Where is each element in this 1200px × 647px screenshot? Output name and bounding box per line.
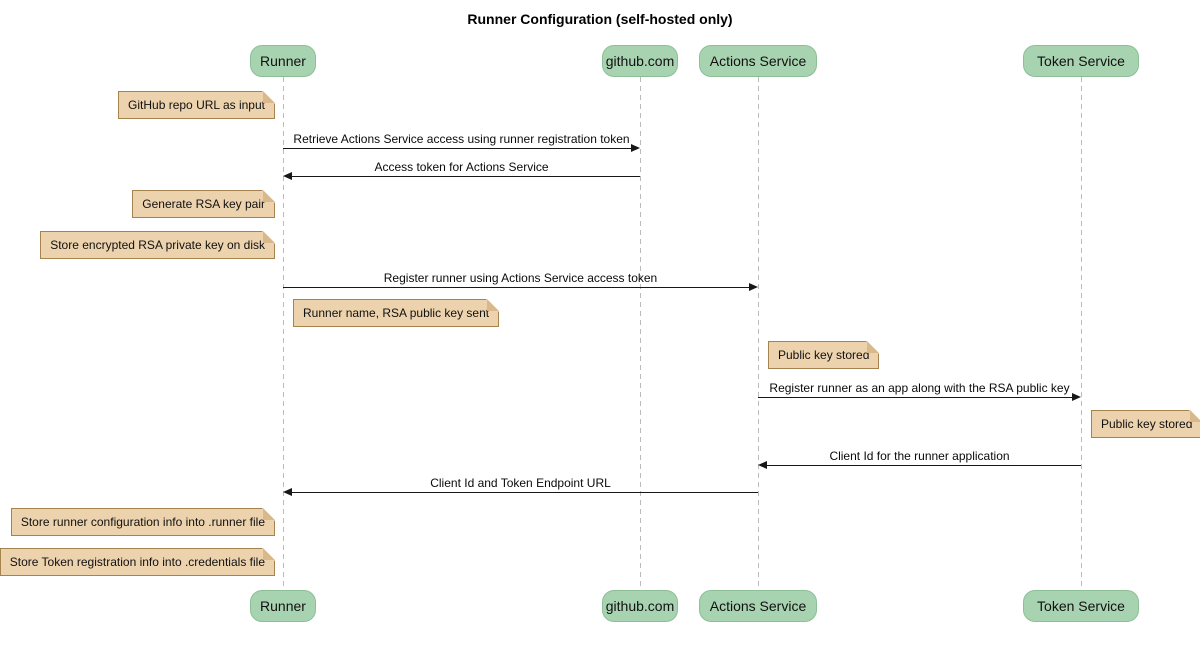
arrowhead-icon-3 bbox=[749, 283, 758, 291]
lifeline-runner bbox=[283, 77, 284, 590]
note-6: Public key stored bbox=[1091, 410, 1200, 438]
participant-token-service-top: Token Service bbox=[1023, 45, 1139, 77]
arrowhead-icon-4 bbox=[1072, 393, 1081, 401]
note-text: Store runner configuration info into .ru… bbox=[20, 515, 265, 529]
message-line-4 bbox=[758, 397, 1073, 398]
participant-runner-top: Runner bbox=[250, 45, 316, 77]
note-text: Store Token registration info into .cred… bbox=[9, 555, 265, 569]
note-fold-icon bbox=[263, 548, 275, 560]
note-text: Store encrypted RSA private key on disk bbox=[50, 238, 265, 252]
note-fold-icon bbox=[263, 190, 275, 202]
arrowhead-icon-6 bbox=[283, 488, 292, 496]
participant-actions-service-bottom: Actions Service bbox=[699, 590, 817, 622]
note-7: Store runner configuration info into .ru… bbox=[10, 508, 275, 536]
participant-actions-service-top: Actions Service bbox=[699, 45, 817, 77]
lifeline-token-service bbox=[1081, 77, 1082, 590]
note-fold-icon bbox=[487, 299, 500, 311]
message-line-1 bbox=[283, 148, 632, 149]
arrowhead-icon-2 bbox=[283, 172, 292, 180]
note-text: Public key stored bbox=[778, 348, 870, 362]
message-label-5: Client Id for the runner application bbox=[829, 449, 1010, 463]
message-label-1: Retrieve Actions Service access using ru… bbox=[293, 132, 630, 146]
note-fold-icon bbox=[263, 508, 275, 520]
note-fold-icon bbox=[1190, 410, 1200, 422]
note-fold-icon bbox=[867, 341, 880, 353]
message-label-2: Access token for Actions Service bbox=[374, 160, 549, 174]
note-2: Generate RSA key pair bbox=[132, 190, 275, 218]
note-8: Store Token registration info into .cred… bbox=[0, 548, 275, 576]
lifeline-github-com bbox=[640, 77, 641, 590]
lifeline-actions-service bbox=[758, 77, 759, 590]
note-text: Generate RSA key pair bbox=[142, 197, 265, 211]
note-text: Public key stored bbox=[1101, 417, 1193, 431]
participant-runner-bottom: Runner bbox=[250, 590, 316, 622]
note-4: Runner name, RSA public key sent bbox=[293, 299, 500, 327]
message-label-3: Register runner using Actions Service ac… bbox=[383, 271, 658, 285]
note-1: GitHub repo URL as input bbox=[118, 91, 275, 119]
message-label-4: Register runner as an app along with the… bbox=[769, 381, 1070, 395]
participant-github-com-bottom: github.com bbox=[602, 590, 678, 622]
note-text: Runner name, RSA public key sent bbox=[303, 306, 490, 320]
message-line-5 bbox=[766, 465, 1081, 466]
message-line-3 bbox=[283, 287, 750, 288]
note-fold-icon bbox=[263, 91, 275, 103]
note-3: Store encrypted RSA private key on disk bbox=[40, 231, 275, 259]
message-line-2 bbox=[291, 176, 640, 177]
note-fold-icon bbox=[263, 231, 275, 243]
diagram-title: Runner Configuration (self-hosted only) bbox=[467, 11, 733, 27]
arrowhead-icon-5 bbox=[758, 461, 767, 469]
message-line-6 bbox=[291, 492, 758, 493]
arrowhead-icon-1 bbox=[631, 144, 640, 152]
note-text: GitHub repo URL as input bbox=[128, 98, 265, 112]
participant-github-com-top: github.com bbox=[602, 45, 678, 77]
participant-token-service-bottom: Token Service bbox=[1023, 590, 1139, 622]
note-5: Public key stored bbox=[768, 341, 880, 369]
message-label-6: Client Id and Token Endpoint URL bbox=[430, 476, 611, 490]
